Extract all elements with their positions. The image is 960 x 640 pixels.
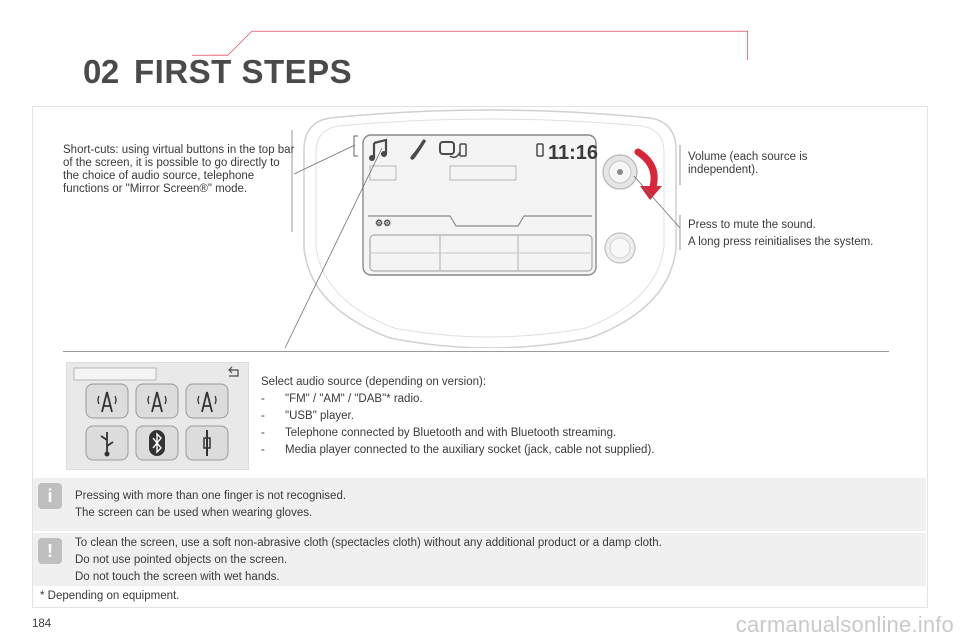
list-item: -Telephone connected by Bluetooth and wi… [261, 427, 617, 439]
warning-note-text: To clean the screen, use a soft non-abra… [75, 535, 662, 586]
screen-clock: 11:16 [548, 142, 598, 164]
info-note [33, 478, 926, 531]
shortcuts-callout: Short-cuts: using virtual buttons in the… [63, 144, 295, 195]
bluetooth-source-button[interactable] [135, 425, 179, 461]
radio-source-button[interactable] [185, 383, 229, 419]
dashboard-illustration: 11:16 ⚙⚙ [303, 109, 677, 348]
car-mirror-icon [439, 141, 467, 159]
audio-source-list: -"FM" / "AM" / "DAB"* radio. -"USB" play… [261, 391, 901, 459]
aux-source-button[interactable] [185, 425, 229, 461]
audio-source-panel [66, 362, 249, 470]
volume-callout: Volume (each source is independent). [688, 151, 808, 176]
list-item: -"FM" / "AM" / "DAB"* radio. [261, 393, 423, 405]
list-item: -"USB" player. [261, 410, 354, 422]
chapter-title: FIRST STEPS [134, 53, 353, 90]
watermark: carmanualsonline.info [735, 612, 954, 637]
audio-source-intro: Select audio source (depending on versio… [261, 376, 487, 388]
second-knob[interactable] [604, 232, 636, 264]
info-icon: i [38, 483, 62, 509]
usb-source-button[interactable] [85, 425, 129, 461]
chapter-number: 02 [83, 53, 119, 90]
info-line-1: Pressing with more than one finger is no… [75, 490, 347, 502]
header-decoration [192, 30, 748, 60]
warning-line-2: Do not use pointed objects on the screen… [75, 554, 288, 566]
mute-line-1: Press to mute the sound. [688, 219, 816, 231]
mute-line-2: A long press reinitialises the system. [688, 236, 874, 248]
radio-source-button[interactable] [135, 383, 179, 419]
volume-knob[interactable] [602, 154, 638, 190]
radio-source-button[interactable] [85, 383, 129, 419]
info-line-2: The screen can be used when wearing glov… [75, 507, 313, 519]
footnote: * Depending on equipment. [40, 590, 180, 602]
warning-line-3: Do not touch the screen with wet hands. [75, 571, 280, 583]
warning-note [33, 533, 926, 586]
info-note-text: Pressing with more than one finger is no… [75, 488, 346, 522]
music-note-icon [369, 138, 388, 161]
page-number: 184 [32, 618, 52, 630]
svg-text:⚙⚙: ⚙⚙ [375, 218, 391, 228]
phone-status-icon [536, 143, 544, 157]
audio-source-text: Select audio source (depending on versio… [261, 374, 901, 459]
section-divider [63, 351, 889, 352]
phone-icon [410, 139, 426, 160]
list-item: -Media player connected to the auxiliary… [261, 444, 655, 456]
warning-line-1: To clean the screen, use a soft non-abra… [75, 537, 662, 549]
mute-callout: Press to mute the sound. A long press re… [688, 217, 928, 251]
warning-icon: ! [38, 538, 62, 564]
